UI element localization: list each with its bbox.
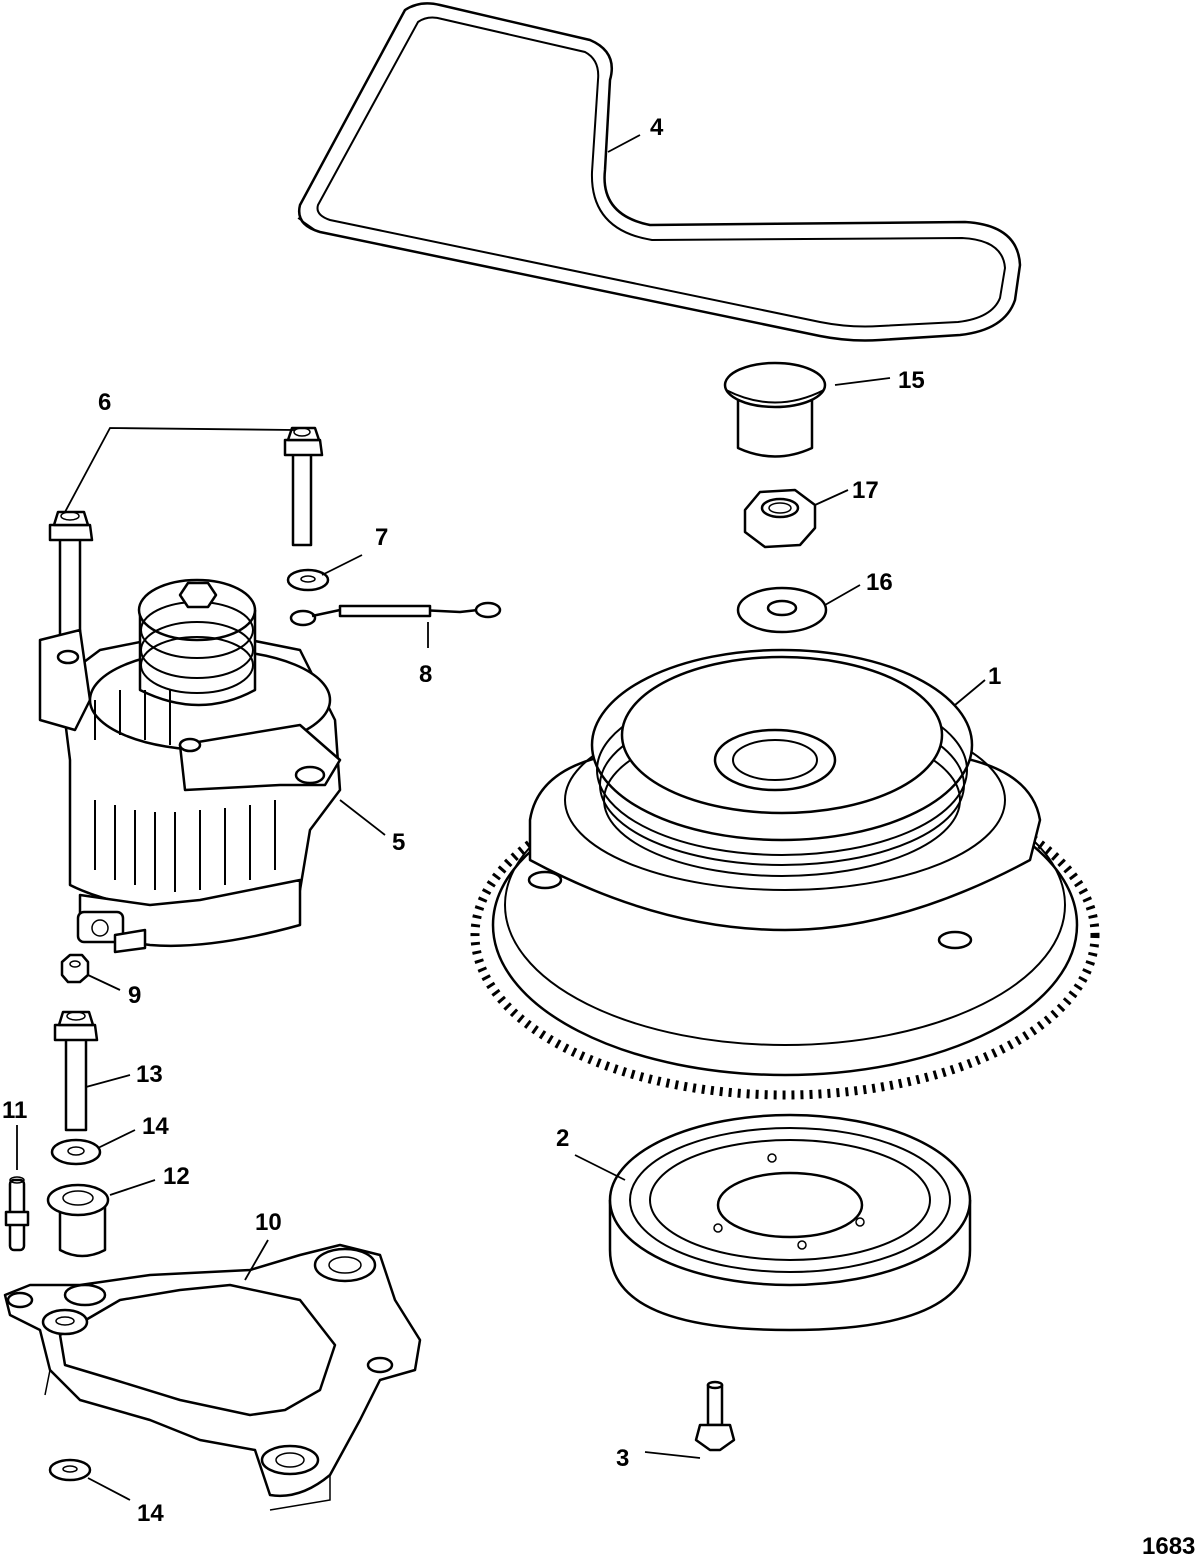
washer-14-lower	[48, 1458, 92, 1482]
callout-4: 4	[650, 114, 664, 141]
bolt-13	[53, 1010, 99, 1132]
callout-11: 11	[2, 1097, 27, 1124]
washer-14-upper	[50, 1138, 102, 1166]
mounting-bracket	[3, 1243, 422, 1511]
callout-6: 6	[98, 389, 111, 416]
leader-lines	[16, 134, 986, 1501]
figure-number: 1683	[1142, 1533, 1195, 1560]
coupler-hub	[608, 1113, 972, 1332]
callout-3: 3	[616, 1445, 629, 1472]
bolt-6-left	[48, 510, 94, 637]
callout-16: 16	[866, 569, 893, 596]
callout-8: 8	[419, 661, 432, 688]
callout-9: 9	[128, 982, 141, 1009]
washer-16	[736, 586, 828, 634]
callout-7: 7	[375, 524, 388, 551]
callout-15: 15	[898, 367, 925, 394]
callout-5: 5	[392, 829, 405, 856]
callouts: 4 15 17 16 1 2 3 6 7 8 5 9 13 14 12 11 1…	[2, 114, 1001, 1527]
ground-strap	[289, 601, 502, 627]
stud-11	[4, 1176, 30, 1252]
callout-1: 1	[988, 663, 1001, 690]
callout-10: 10	[255, 1209, 282, 1236]
drive-belt	[297, 2, 1022, 342]
hex-nut	[743, 488, 817, 549]
callout-14-upper: 14	[142, 1113, 169, 1140]
flywheel	[470, 648, 1100, 1100]
alternator	[38, 578, 342, 954]
bolt-3	[694, 1380, 736, 1452]
callout-13: 13	[136, 1061, 163, 1088]
callout-2: 2	[556, 1125, 569, 1152]
callout-12: 12	[163, 1163, 190, 1190]
bushing-12	[46, 1183, 110, 1258]
cap	[723, 361, 827, 458]
bolt-6-right	[283, 426, 324, 547]
nut-9	[60, 953, 90, 984]
callout-17: 17	[852, 477, 879, 504]
washer-7	[286, 568, 330, 592]
callout-14-lower: 14	[137, 1500, 164, 1527]
